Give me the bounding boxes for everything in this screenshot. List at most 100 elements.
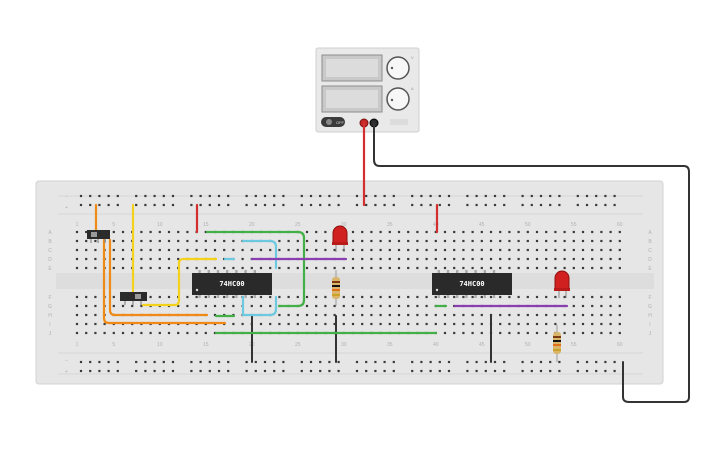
breadboard-hole[interactable] (85, 313, 88, 317)
breadboard-hole[interactable] (315, 266, 318, 270)
breadboard-hole[interactable] (112, 295, 115, 299)
breadboard-hole[interactable] (89, 369, 92, 373)
breadboard-hole[interactable] (355, 369, 359, 373)
breadboard-hole[interactable] (75, 304, 79, 308)
breadboard-hole[interactable] (489, 266, 493, 270)
breadboard-hole[interactable] (425, 257, 428, 261)
breadboard-hole[interactable] (526, 313, 529, 317)
breadboard-hole[interactable] (213, 239, 217, 243)
breadboard-hole[interactable] (407, 248, 410, 252)
breadboard-hole[interactable] (379, 295, 382, 299)
resistor-2[interactable] (553, 325, 561, 362)
breadboard-hole[interactable] (153, 203, 156, 207)
breadboard-hole[interactable] (333, 248, 336, 252)
breadboard-hole[interactable] (618, 248, 621, 252)
breadboard-hole[interactable] (499, 248, 502, 252)
breadboard-hole[interactable] (484, 369, 487, 373)
breadboard-hole[interactable] (411, 194, 414, 198)
breadboard-hole[interactable] (296, 313, 299, 317)
breadboard-hole[interactable] (420, 369, 423, 373)
breadboard-hole[interactable] (600, 230, 603, 234)
breadboard-hole[interactable] (213, 304, 217, 308)
breadboard-hole[interactable] (158, 295, 161, 299)
breadboard-hole[interactable] (171, 360, 175, 364)
breadboard-hole[interactable] (259, 266, 263, 270)
breadboard-hole[interactable] (149, 257, 152, 261)
breadboard-hole[interactable] (269, 295, 272, 299)
breadboard-hole[interactable] (434, 295, 437, 299)
breadboard-hole[interactable] (558, 203, 561, 207)
breadboard-hole[interactable] (374, 360, 377, 364)
breadboard-hole[interactable] (337, 369, 340, 373)
breadboard-hole[interactable] (296, 322, 299, 326)
breadboard-hole[interactable] (112, 331, 115, 335)
breadboard-hole[interactable] (471, 322, 474, 326)
breadboard-hole[interactable] (328, 369, 331, 373)
breadboard-hole[interactable] (609, 322, 612, 326)
breadboard-hole[interactable] (158, 257, 161, 261)
breadboard-hole[interactable] (563, 313, 566, 317)
breadboard-hole[interactable] (149, 266, 152, 270)
breadboard-hole[interactable] (438, 194, 441, 198)
breadboard-hole[interactable] (223, 295, 226, 299)
breadboard-hole[interactable] (453, 230, 456, 234)
breadboard-hole[interactable] (296, 266, 299, 270)
breadboard-hole[interactable] (315, 304, 318, 308)
breadboard-hole[interactable] (484, 194, 487, 198)
breadboard-hole[interactable] (545, 266, 548, 270)
breadboard-hole[interactable] (365, 203, 368, 207)
breadboard-hole[interactable] (213, 266, 217, 270)
breadboard-hole[interactable] (85, 331, 88, 335)
breadboard-hole[interactable] (116, 369, 119, 373)
breadboard-hole[interactable] (315, 322, 318, 326)
breadboard-hole[interactable] (162, 194, 165, 198)
breadboard-hole[interactable] (447, 360, 451, 364)
breadboard-hole[interactable] (158, 331, 161, 335)
breadboard-hole[interactable] (85, 322, 88, 326)
breadboard-hole[interactable] (480, 295, 483, 299)
breadboard-hole[interactable] (447, 369, 451, 373)
breadboard-hole[interactable] (388, 239, 391, 243)
breadboard-hole[interactable] (259, 322, 263, 326)
breadboard-hole[interactable] (186, 331, 189, 335)
breadboard-hole[interactable] (370, 313, 373, 317)
breadboard-hole[interactable] (241, 257, 244, 261)
breadboard-hole[interactable] (213, 313, 217, 317)
breadboard-hole[interactable] (434, 239, 437, 243)
breadboard-hole[interactable] (420, 203, 423, 207)
breadboard-hole[interactable] (149, 230, 152, 234)
breadboard-hole[interactable] (397, 248, 401, 252)
breadboard-hole[interactable] (333, 322, 336, 326)
breadboard-hole[interactable] (411, 203, 414, 207)
breadboard-hole[interactable] (508, 239, 511, 243)
breadboard-hole[interactable] (208, 194, 211, 198)
breadboard-hole[interactable] (94, 257, 97, 261)
breadboard-hole[interactable] (600, 331, 603, 335)
breadboard-hole[interactable] (618, 266, 621, 270)
breadboard-hole[interactable] (85, 257, 88, 261)
breadboard-hole[interactable] (144, 369, 147, 373)
breadboard-hole[interactable] (591, 295, 594, 299)
breadboard-hole[interactable] (595, 194, 598, 198)
breadboard-hole[interactable] (585, 203, 589, 207)
breadboard-hole[interactable] (186, 239, 189, 243)
breadboard-hole[interactable] (328, 203, 331, 207)
breadboard-hole[interactable] (411, 369, 414, 373)
breadboard-hole[interactable] (554, 239, 557, 243)
breadboard-hole[interactable] (370, 230, 373, 234)
breadboard-hole[interactable] (600, 239, 603, 243)
breadboard-hole[interactable] (517, 257, 520, 261)
breadboard-hole[interactable] (250, 295, 253, 299)
breadboard-hole[interactable] (199, 194, 202, 198)
breadboard-hole[interactable] (462, 295, 465, 299)
breadboard-hole[interactable] (407, 239, 410, 243)
breadboard-hole[interactable] (558, 194, 561, 198)
breadboard-hole[interactable] (489, 295, 493, 299)
breadboard-hole[interactable] (591, 257, 594, 261)
breadboard-hole[interactable] (508, 331, 511, 335)
breadboard-hole[interactable] (388, 230, 391, 234)
breadboard-hole[interactable] (508, 248, 511, 252)
breadboard-hole[interactable] (563, 248, 566, 252)
breadboard-hole[interactable] (521, 194, 524, 198)
breadboard-hole[interactable] (397, 295, 401, 299)
